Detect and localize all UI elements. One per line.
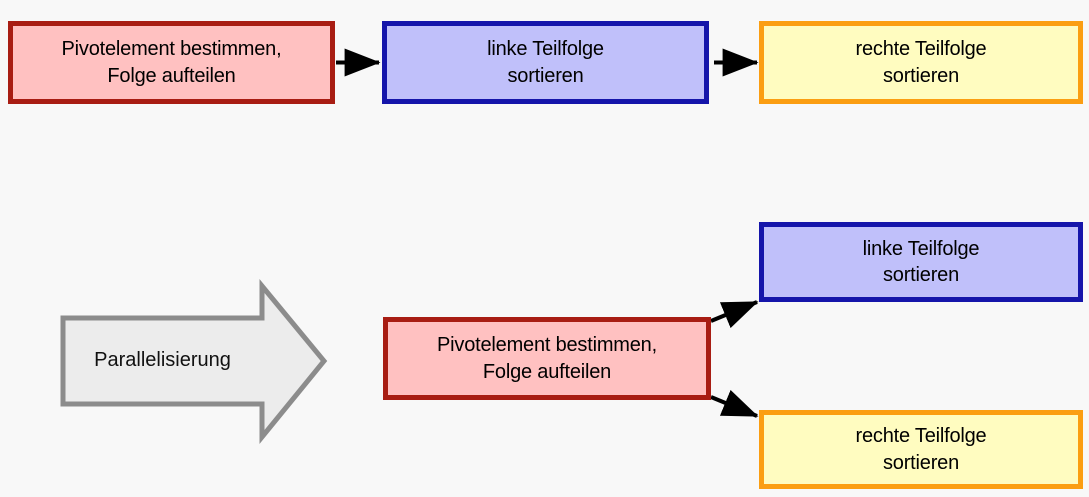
node-seq-pivot[interactable]: Pivotelement bestimmen, Folge aufteilen — [8, 21, 335, 104]
node-seq-left[interactable]: linke Teilfolge sortieren — [382, 21, 709, 104]
node-seq-right[interactable]: rechte Teilfolge sortieren — [759, 21, 1083, 104]
node-par-left[interactable]: linke Teilfolge sortieren — [759, 222, 1083, 302]
node-par-right[interactable]: rechte Teilfolge sortieren — [759, 410, 1083, 489]
connector-par-pivot-to-par-left — [710, 300, 759, 329]
node-par-pivot[interactable]: Pivotelement bestimmen, Folge aufteilen — [383, 317, 711, 400]
parallelization-label: Parallelisierung — [94, 349, 231, 371]
connector-par-pivot-to-par-right — [710, 389, 759, 418]
